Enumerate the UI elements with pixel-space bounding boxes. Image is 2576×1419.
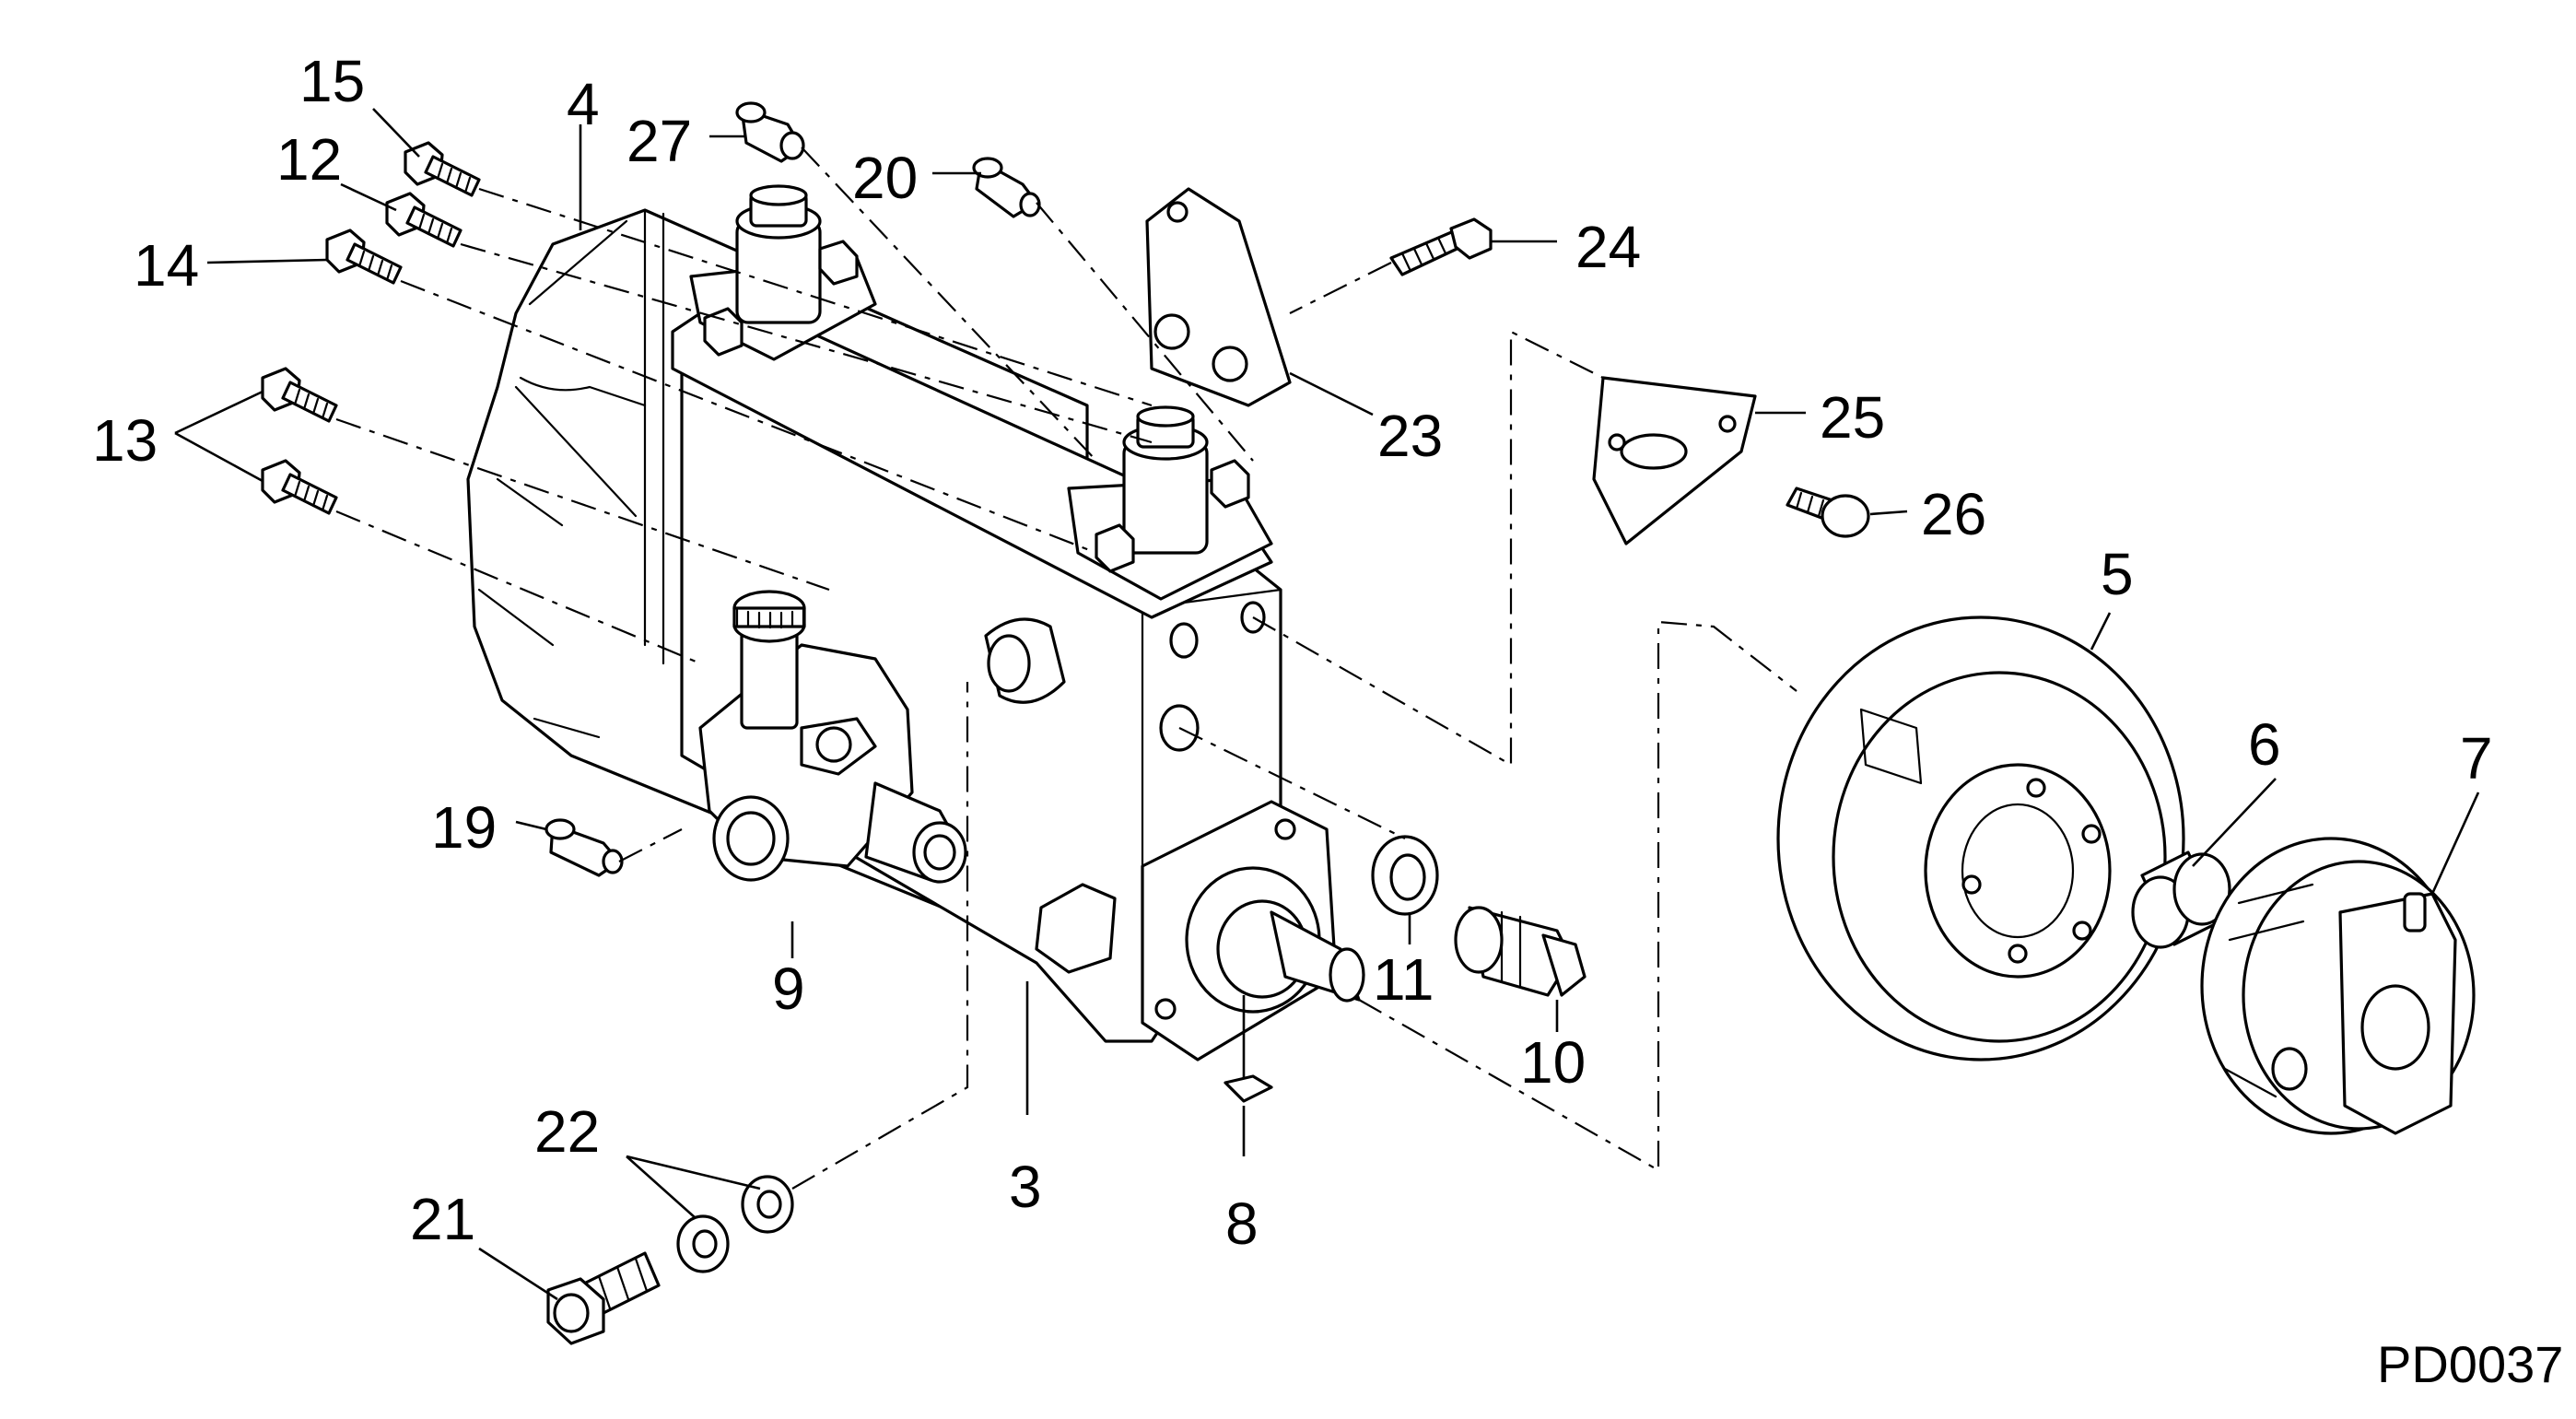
assembly-lines: [335, 147, 1797, 1190]
bolt-26: [1786, 487, 1870, 538]
callout-5: 5: [2101, 541, 2134, 607]
callout-24: 24: [1575, 214, 1641, 280]
leader-lines: [174, 108, 2480, 1301]
pin-20: [972, 157, 1041, 218]
timer-housing: [1776, 616, 2185, 1061]
callout-labels: 15 12 14 13 4 27 20 24 23 25 26 5 6 7 19…: [92, 48, 2493, 1257]
callout-14: 14: [134, 232, 199, 299]
figure-code: PD0037: [2377, 1335, 2563, 1393]
bracket: [1145, 187, 1292, 407]
bolt-15: [404, 141, 481, 197]
callout-15: 15: [299, 48, 365, 114]
timer: [2200, 837, 2476, 1135]
callout-4: 4: [567, 71, 600, 137]
plug-10: [1454, 906, 1587, 997]
callout-3: 3: [1009, 1154, 1042, 1220]
small-parts: [261, 101, 1870, 1345]
callout-19: 19: [431, 794, 497, 861]
bolt-13-lower: [261, 459, 338, 515]
pin-19: [544, 818, 624, 877]
bolt-12: [385, 192, 463, 248]
callout-25: 25: [1820, 384, 1885, 451]
callout-26: 26: [1921, 481, 1986, 547]
callout-10: 10: [1520, 1029, 1586, 1096]
callout-9: 9: [772, 956, 805, 1022]
callout-23: 23: [1377, 403, 1443, 469]
callout-11: 11: [1373, 946, 1434, 1013]
washer-11: [1371, 835, 1439, 916]
key-8: [1224, 1074, 1273, 1103]
callout-7: 7: [2460, 725, 2493, 792]
plate: [1592, 376, 1757, 545]
sleeve: [2131, 850, 2231, 949]
washer-22-a: [741, 1175, 794, 1234]
callout-22: 22: [534, 1098, 600, 1165]
callout-20: 20: [852, 145, 918, 211]
callout-6: 6: [2248, 711, 2281, 778]
pump-housing: [466, 184, 1365, 1061]
bolt-14: [325, 229, 403, 285]
callout-21: 21: [410, 1186, 475, 1252]
bolt-24: [1389, 217, 1493, 276]
callout-13: 13: [92, 407, 158, 474]
callout-8: 8: [1225, 1190, 1259, 1257]
feed-pump: [698, 590, 967, 884]
bolt-21: [546, 1251, 661, 1345]
callout-27: 27: [626, 108, 692, 174]
pin-27: [735, 101, 805, 163]
washer-22-b: [676, 1214, 730, 1273]
bolt-13-upper: [261, 367, 338, 423]
callout-12: 12: [276, 126, 342, 193]
